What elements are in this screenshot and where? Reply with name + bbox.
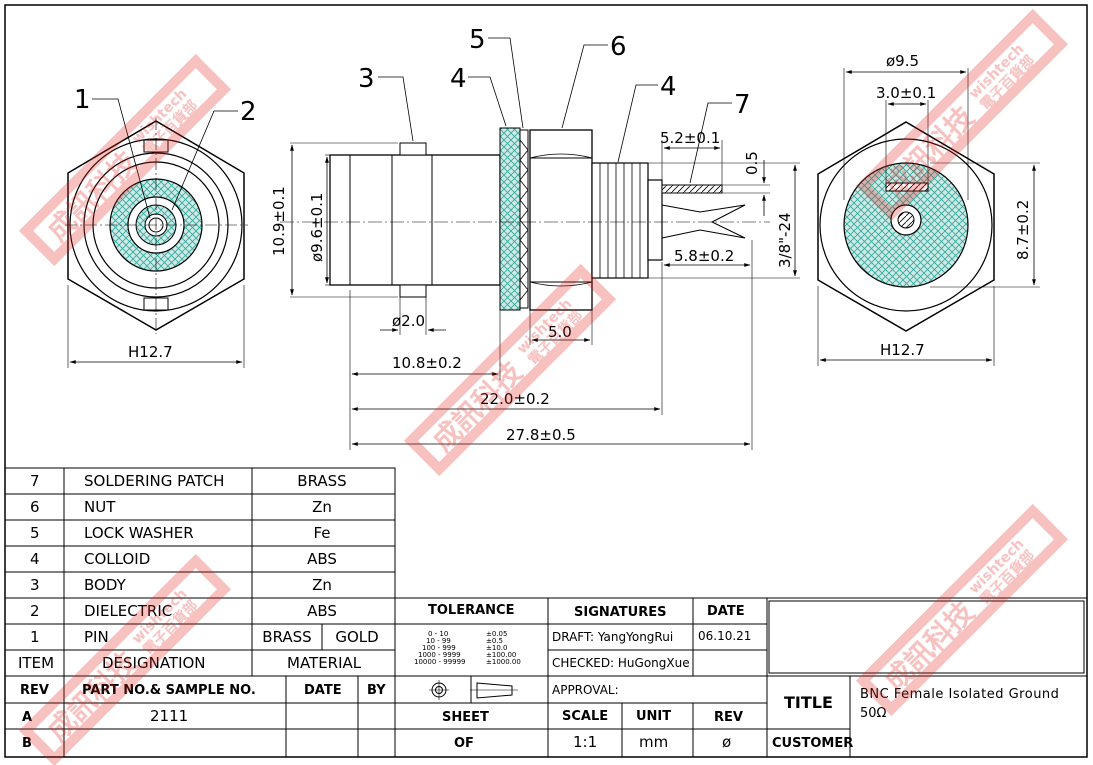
dim-width-3-0: 3.0±0.1: [876, 84, 936, 102]
balloon-3: 3: [358, 64, 375, 94]
rev-table: [4, 675, 396, 758]
title-block-grid: [394, 597, 1088, 758]
dim-len-27-8: 27.8±0.5: [506, 426, 576, 444]
scale-label: SCALE: [562, 709, 608, 724]
tolerance-value: ±100.00: [486, 651, 516, 659]
dim-nut-5-0: 5.0: [548, 323, 572, 341]
bom-item: 7: [30, 472, 40, 490]
bom-material: ABS: [307, 602, 337, 620]
balloon-7: 7: [734, 90, 751, 120]
title-label: TITLE: [784, 693, 833, 712]
dim-dia-9-5: ø9.5: [886, 52, 919, 70]
rev-header-date: DATE: [304, 683, 342, 698]
dim-len-10-8: 10.8±0.2: [392, 354, 462, 372]
dim-patch-5-2: 5.2±0.1: [660, 129, 720, 147]
title-value-line2: 50Ω: [860, 706, 887, 721]
dim-dia-9-6: ø9.6±0.1: [308, 193, 326, 262]
rev-label: REV: [714, 710, 743, 725]
tolerance-range: 10000 - 99999: [414, 658, 466, 666]
tolerance-value: ±0.05: [486, 630, 507, 638]
unit-label: UNIT: [636, 709, 671, 724]
checked-signature: CHECKED: HuGongXue: [552, 656, 690, 670]
watermark-stamp: 成訊科技 wishtech 電子百貨部: [855, 503, 1069, 717]
bom-pin-designation: PIN: [84, 628, 109, 646]
rev-value: ø: [722, 733, 731, 751]
bom-item: 4: [30, 550, 40, 568]
signatures-label: SIGNATURES: [574, 605, 666, 620]
front-view-left: [65, 98, 248, 368]
dim-hex-left: H12.7: [128, 343, 173, 361]
tolerance-range: 100 - 999: [422, 644, 456, 652]
rev-row-b: B: [22, 736, 32, 751]
approval-label: APPROVAL:: [552, 683, 619, 697]
title-value-line1: BNC Female Isolated Ground: [860, 687, 1059, 702]
dim-len-5-8: 5.8±0.2: [674, 247, 734, 265]
dim-height-8-7: 8.7±0.2: [1014, 200, 1032, 260]
balloon-4b: 4: [660, 72, 677, 102]
rear-view-right: [817, 68, 1040, 366]
projection-symbol: [429, 680, 518, 700]
customer-label: CUSTOMER: [772, 736, 853, 751]
draft-date: 06.10.21: [698, 629, 751, 643]
watermark-group: 成訊科技 wishtech 電子百貨部 成訊科技 wishtech 電子百貨部 …: [18, 8, 1069, 765]
rev-header-rev: REV: [20, 683, 49, 698]
bom-item: 6: [30, 498, 40, 516]
bom-material: ABS: [307, 550, 337, 568]
tolerance-value: ±10.0: [486, 644, 507, 652]
draft-signature: DRAFT: YangYongRui: [552, 630, 673, 644]
bom-header-item: ITEM: [18, 654, 54, 672]
watermark-stamp: 成訊科技 wishtech 電子百貨部: [855, 8, 1069, 222]
balloon-4a: 4: [450, 64, 467, 94]
dim-hex-right: H12.7: [880, 341, 925, 359]
bom-designation: LOCK WASHER: [84, 524, 194, 542]
unit-value: mm: [639, 733, 668, 751]
tolerance-label: TOLERANCE: [428, 603, 514, 618]
tolerance-range: 10 - 99: [426, 637, 451, 645]
rev-row-a-part: 2111: [150, 707, 188, 725]
tolerance-range: 0 - 10: [428, 630, 448, 638]
bom-rows: 7 SOLDERING PATCH BRASS 6 NUT Zn 5 LOCK …: [18, 472, 379, 672]
bom-header-designation: DESIGNATION: [102, 654, 206, 672]
bom-designation: DIELECTRIC: [84, 602, 172, 620]
bom-material: Zn: [312, 576, 332, 594]
scale-value: 1:1: [573, 733, 597, 751]
rev-row-a: A: [22, 710, 32, 725]
tolerance-value: ±1000.00: [486, 658, 521, 666]
dim-thread: 3/8"-24: [776, 212, 794, 268]
bom-designation: SOLDERING PATCH: [84, 472, 224, 490]
bom-material: Zn: [312, 498, 332, 516]
balloon-5: 5: [469, 25, 486, 55]
tolerance-list: 0 - 10 ±0.05 10 - 99 ±0.5 100 - 999 ±10.…: [414, 630, 521, 666]
bom-pin-material-a: BRASS: [262, 628, 311, 646]
balloon-6: 6: [610, 32, 627, 62]
bom-header-material: MATERIAL: [287, 654, 362, 672]
bom-designation: NUT: [84, 498, 116, 516]
dim-patch-0-5: 0.5: [743, 151, 761, 175]
bom-pin-item: 1: [30, 628, 40, 646]
bom-pin-material-b: GOLD: [335, 628, 378, 646]
dim-len-22-0: 22.0±0.2: [480, 390, 550, 408]
bom-item: 5: [30, 524, 40, 542]
date-label: DATE: [707, 604, 745, 619]
bom-designation: BODY: [84, 576, 127, 594]
bom-item: 3: [30, 576, 40, 594]
bom-material: Fe: [313, 524, 330, 542]
balloon-1: 1: [74, 85, 91, 115]
dim-dia-2-0: ø2.0: [392, 312, 425, 330]
bom-item: 2: [30, 602, 40, 620]
side-view: [280, 37, 800, 450]
rev-header-part: PART NO.& SAMPLE NO.: [82, 683, 256, 698]
bom-material: BRASS: [297, 472, 346, 490]
rev-header-by: BY: [367, 683, 386, 698]
balloon-2: 2: [240, 97, 257, 127]
sheet-label: SHEET: [442, 710, 489, 725]
of-label: OF: [454, 736, 474, 751]
tolerance-range: 1000 - 9999: [418, 651, 461, 659]
tolerance-value: ±0.5: [486, 637, 503, 645]
bom-designation: COLLOID: [84, 550, 150, 568]
dim-height-10-9: 10.9±0.1: [270, 186, 288, 256]
